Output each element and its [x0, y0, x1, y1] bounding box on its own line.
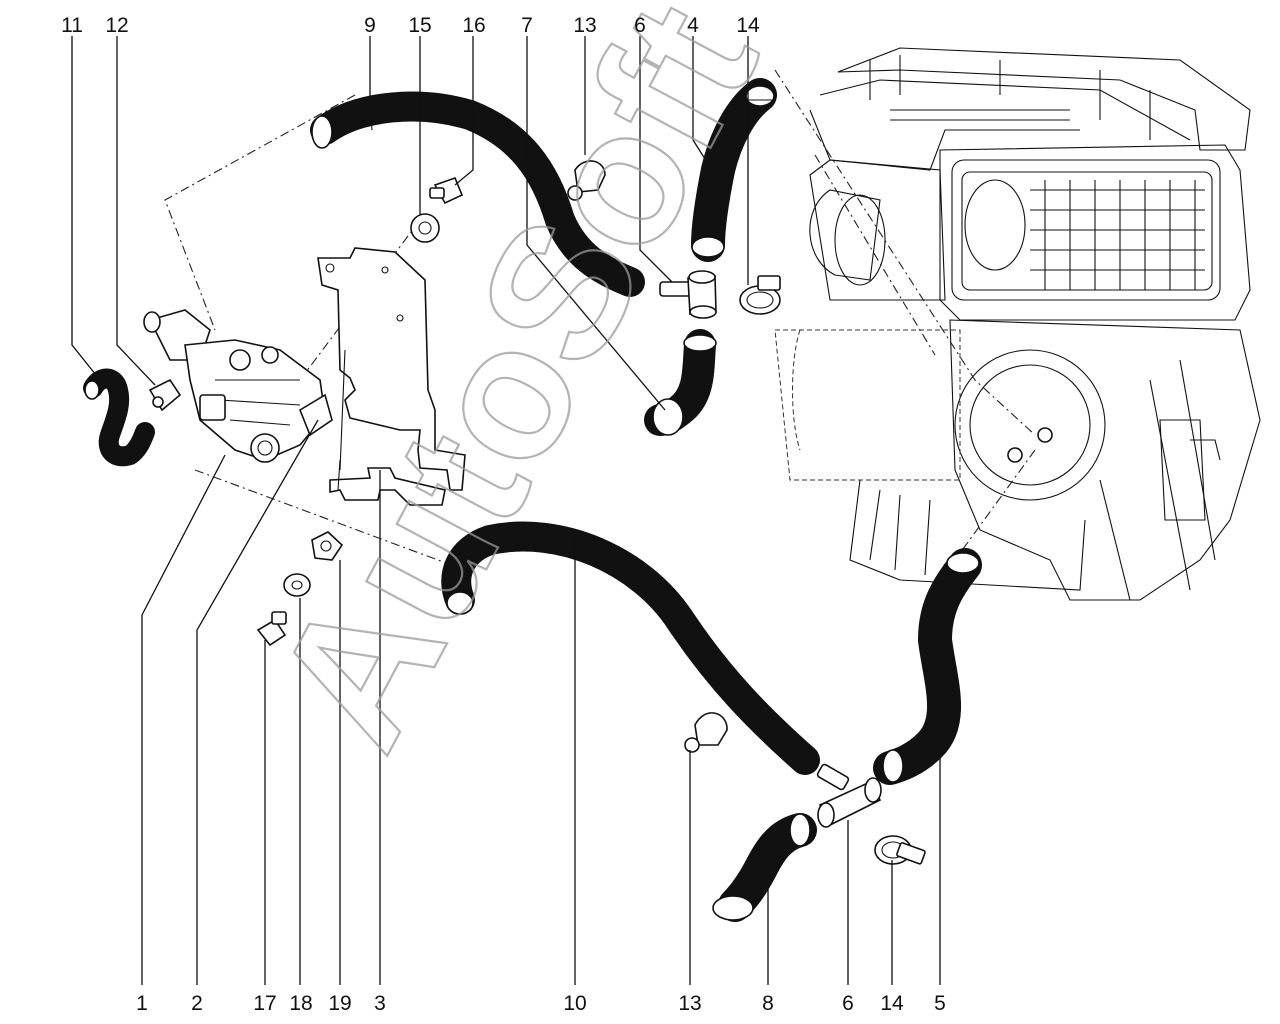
hose-4 — [691, 78, 777, 262]
bolt-17 — [256, 611, 287, 647]
callout-7: 7 — [521, 14, 533, 37]
clip-13-bottom — [684, 712, 728, 753]
callout-14-top: 14 — [736, 14, 760, 37]
heater-unit-assembly — [774, 47, 1261, 601]
nut-19 — [311, 531, 344, 561]
clamp-14-top — [739, 275, 781, 315]
clamp-14-bottom — [874, 835, 926, 865]
hose-11 — [83, 368, 155, 467]
hose-10 — [441, 521, 820, 775]
callout-3: 3 — [374, 992, 386, 1015]
filter-grid — [964, 179, 1205, 290]
clip-12 — [148, 378, 182, 412]
hose-9 — [310, 91, 645, 297]
callout-15: 15 — [408, 14, 431, 37]
bolt-16 — [429, 176, 464, 205]
callout-14-bottom: 14 — [880, 992, 904, 1015]
callout-12: 12 — [105, 14, 128, 37]
hose-8 — [712, 813, 817, 922]
callout-5: 5 — [934, 992, 946, 1015]
bracket-3 — [317, 247, 466, 506]
callout-17: 17 — [253, 992, 276, 1015]
callout-19: 19 — [328, 992, 351, 1015]
clip-13-top — [567, 160, 606, 201]
callout-6-top: 6 — [634, 14, 646, 37]
tee-connector-6-bottom — [816, 763, 882, 828]
callout-6-bottom: 6 — [842, 992, 854, 1015]
callout-4: 4 — [687, 14, 699, 37]
callout-18: 18 — [289, 992, 312, 1015]
callout-13-top: 13 — [573, 14, 596, 37]
callout-10: 10 — [563, 992, 586, 1015]
callout-11: 11 — [61, 14, 83, 37]
callout-2: 2 — [191, 992, 203, 1015]
leader-lines — [71, 36, 941, 985]
callout-16: 16 — [462, 14, 485, 37]
callout-1: 1 — [136, 992, 148, 1015]
top-callouts: 11 12 9 15 16 7 13 6 4 14 — [61, 14, 760, 37]
heater-valve-1 — [143, 309, 333, 463]
hose-7 — [644, 329, 717, 436]
hose-5 — [873, 548, 982, 785]
callout-9: 9 — [364, 14, 376, 37]
washer-18 — [283, 573, 311, 597]
callout-8: 8 — [762, 992, 774, 1015]
bottom-callouts: 1 2 17 18 19 3 10 13 8 6 14 5 — [136, 992, 946, 1015]
callout-13-bottom: 13 — [678, 992, 701, 1015]
washer-15 — [410, 213, 440, 243]
tee-connector-6-top — [659, 270, 717, 319]
